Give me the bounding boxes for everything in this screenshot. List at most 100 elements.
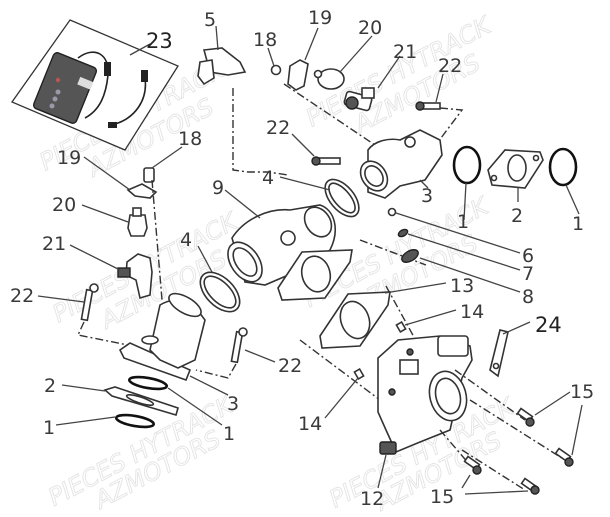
callout-14[interactable]: 14 (460, 301, 484, 323)
callout-15[interactable]: 15 (430, 486, 454, 508)
spacer-bore (507, 154, 527, 182)
intake-boot[interactable]: 9 (212, 177, 337, 288)
insulator-spacer-upper[interactable]: 2 (487, 149, 544, 227)
spacer-hole (490, 174, 498, 182)
callout-1[interactable]: 1 (223, 423, 235, 445)
callout-22[interactable]: 22 (438, 55, 462, 77)
boot-flange (277, 249, 353, 301)
callout-1[interactable]: 1 (43, 417, 55, 439)
callout-6[interactable]: 6 (522, 245, 534, 267)
spacer-bore (125, 394, 155, 406)
callout-23[interactable]: 23 (146, 29, 173, 53)
nut-left[interactable]: 18 (143, 128, 202, 183)
bolts-15-right[interactable]: 15 (516, 381, 595, 467)
o-ring-shape (452, 145, 482, 185)
callout-5[interactable]: 5 (204, 9, 216, 31)
callout-4[interactable]: 4 (262, 167, 274, 189)
callout-21[interactable]: 21 (393, 41, 417, 63)
callout-12[interactable]: 12 (360, 488, 384, 510)
fuel-injector-left[interactable]: 21 (42, 233, 153, 300)
screw-6[interactable]: 6 (387, 207, 535, 268)
bolts-15-lower[interactable]: 15 (430, 455, 540, 508)
callout-19[interactable]: 19 (308, 7, 332, 29)
callout-7[interactable]: 7 (522, 263, 534, 285)
injector-cap-left[interactable]: 20 (52, 194, 148, 237)
diagnostic-tool-kit[interactable]: 23 (11, 19, 179, 151)
intake-manifold-lower[interactable]: 3 (118, 289, 239, 415)
callout-2[interactable]: 2 (511, 205, 523, 227)
sensor-bracket[interactable]: 5 (197, 9, 247, 86)
o-ring-upper-right[interactable]: 1 (548, 147, 584, 235)
leader-line (407, 233, 521, 271)
screw-shape (387, 207, 397, 217)
callout-22[interactable]: 22 (266, 117, 290, 139)
leader-line (167, 387, 223, 426)
callout-13[interactable]: 13 (450, 275, 474, 297)
callout-21[interactable]: 21 (42, 233, 66, 255)
callout-9[interactable]: 9 (212, 177, 224, 199)
callout-18[interactable]: 18 (253, 29, 277, 51)
insulator-spacer-lower[interactable]: 2 (44, 375, 179, 416)
injector-port (345, 96, 359, 110)
manifold-port-inner (364, 165, 384, 187)
o-ring-upper-left[interactable]: 1 (452, 145, 482, 233)
leader-line (463, 182, 467, 221)
dowel-pin-upper[interactable]: 14 (395, 301, 484, 334)
callout-19[interactable]: 19 (57, 147, 81, 169)
bolt-head (530, 485, 540, 495)
callout-24[interactable]: 24 (535, 313, 562, 337)
device-button (52, 96, 58, 102)
injector-clip-upper[interactable]: 19 (287, 7, 332, 91)
diagnostic-device (32, 52, 98, 124)
manifold-port (168, 292, 202, 318)
cable-connector (141, 70, 148, 82)
injector-connector (117, 267, 131, 278)
leader-line (395, 212, 521, 254)
callout-4[interactable]: 4 (180, 229, 192, 251)
throttle-body[interactable]: 12 (360, 335, 473, 510)
nut-upper[interactable]: 18 (253, 29, 282, 76)
callout-20[interactable]: 20 (52, 194, 76, 216)
callout-1[interactable]: 1 (457, 211, 469, 233)
spacer-hole (532, 154, 540, 162)
o-ring-shape (114, 413, 156, 429)
grommet-8[interactable]: 8 (400, 247, 534, 308)
callout-18[interactable]: 18 (178, 128, 202, 150)
gasket-13[interactable]: 13 (319, 275, 474, 349)
callout-22[interactable]: 22 (10, 285, 34, 307)
leader-line (502, 321, 531, 335)
fuel-injector-upper[interactable]: 21 (343, 41, 418, 112)
hose-clamp-left[interactable]: 4 (180, 229, 247, 319)
bolt-upper-right[interactable]: 22 (415, 55, 462, 111)
intake-manifold-upper[interactable]: 3 (355, 129, 443, 207)
callout-22[interactable]: 22 (278, 355, 302, 377)
callout-15[interactable]: 15 (570, 381, 594, 403)
callout-20[interactable]: 20 (358, 17, 382, 39)
callout-1[interactable]: 1 (572, 213, 584, 235)
leader-line (377, 55, 401, 89)
o-ring-lower-lower[interactable]: 1 (43, 413, 156, 439)
bracket-plate-24[interactable]: 24 (489, 313, 562, 378)
callout-14[interactable]: 14 (298, 413, 322, 435)
callout-8[interactable]: 8 (522, 286, 534, 308)
injector-clip-left[interactable]: 19 (57, 147, 158, 199)
bolt-left[interactable]: 22 (10, 283, 99, 322)
o-ring-lower-upper[interactable]: 1 (127, 375, 235, 445)
clamp-inner (328, 182, 356, 214)
bolt-mid[interactable]: 22 (266, 117, 341, 166)
assembly-line (461, 449, 526, 491)
callout-3[interactable]: 3 (227, 393, 239, 415)
throttle-screw (388, 388, 396, 396)
hose-clamp-upper[interactable]: 4 (262, 167, 365, 223)
injector-cap-upper[interactable]: 20 (313, 17, 383, 90)
adapter-cable (114, 77, 147, 125)
washer-7[interactable]: 7 (397, 228, 534, 285)
device-led (55, 77, 61, 83)
bolt-lower[interactable]: 22 (230, 327, 302, 377)
leader-line (61, 384, 106, 392)
callout-2[interactable]: 2 (44, 375, 56, 397)
callout-3[interactable]: 3 (421, 185, 433, 207)
leader-line (565, 184, 580, 215)
dowel-pin-lower[interactable]: 14 (298, 367, 365, 435)
